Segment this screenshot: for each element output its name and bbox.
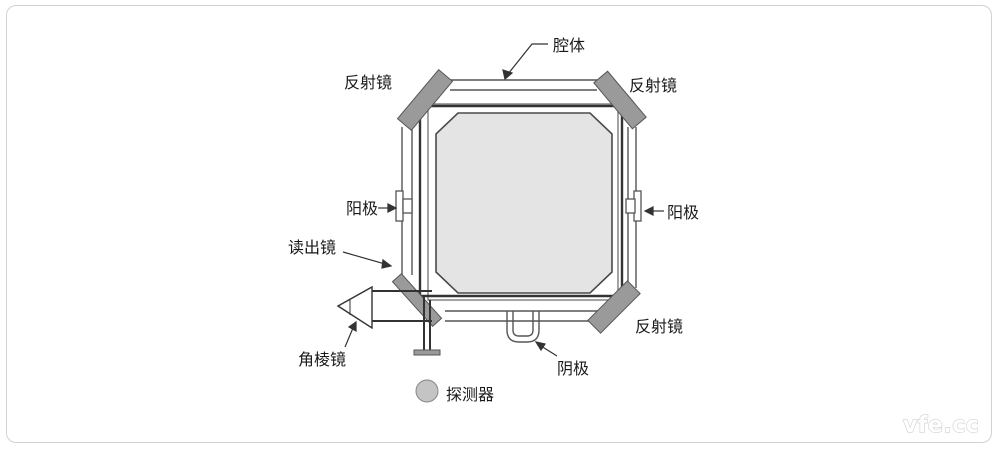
label-anode-left: 阳极 (346, 199, 378, 218)
detector-icon (415, 379, 439, 403)
label-cathode: 阴极 (557, 359, 589, 378)
anode-right (625, 190, 642, 222)
label-cavity: 腔体 (553, 36, 585, 55)
gyro-body (401, 79, 637, 322)
label-prism: 角棱镜 (298, 350, 346, 369)
label-anode-right: 阳极 (667, 203, 699, 222)
label-readout-mirror: 读出镜 (288, 238, 336, 257)
label-mirror-top-right: 反射镜 (629, 76, 677, 95)
detector-base (413, 349, 441, 356)
mirror-top-left (396, 68, 454, 132)
label-mirror-bottom-right: 反射镜 (635, 317, 683, 336)
anode-left (395, 190, 413, 222)
cathode (506, 311, 540, 343)
watermark: vfe.cc (903, 413, 979, 438)
corner-prism (336, 285, 373, 330)
leader-lines (342, 43, 664, 357)
laser-beam (418, 104, 624, 298)
output-beams (372, 290, 432, 350)
mirror-bottom-right (587, 280, 641, 334)
mirror-top-right (593, 70, 647, 130)
label-mirror-top-left: 反射镜 (344, 73, 392, 92)
label-detector: 探测器 (446, 385, 494, 404)
cavity-block (435, 112, 613, 294)
